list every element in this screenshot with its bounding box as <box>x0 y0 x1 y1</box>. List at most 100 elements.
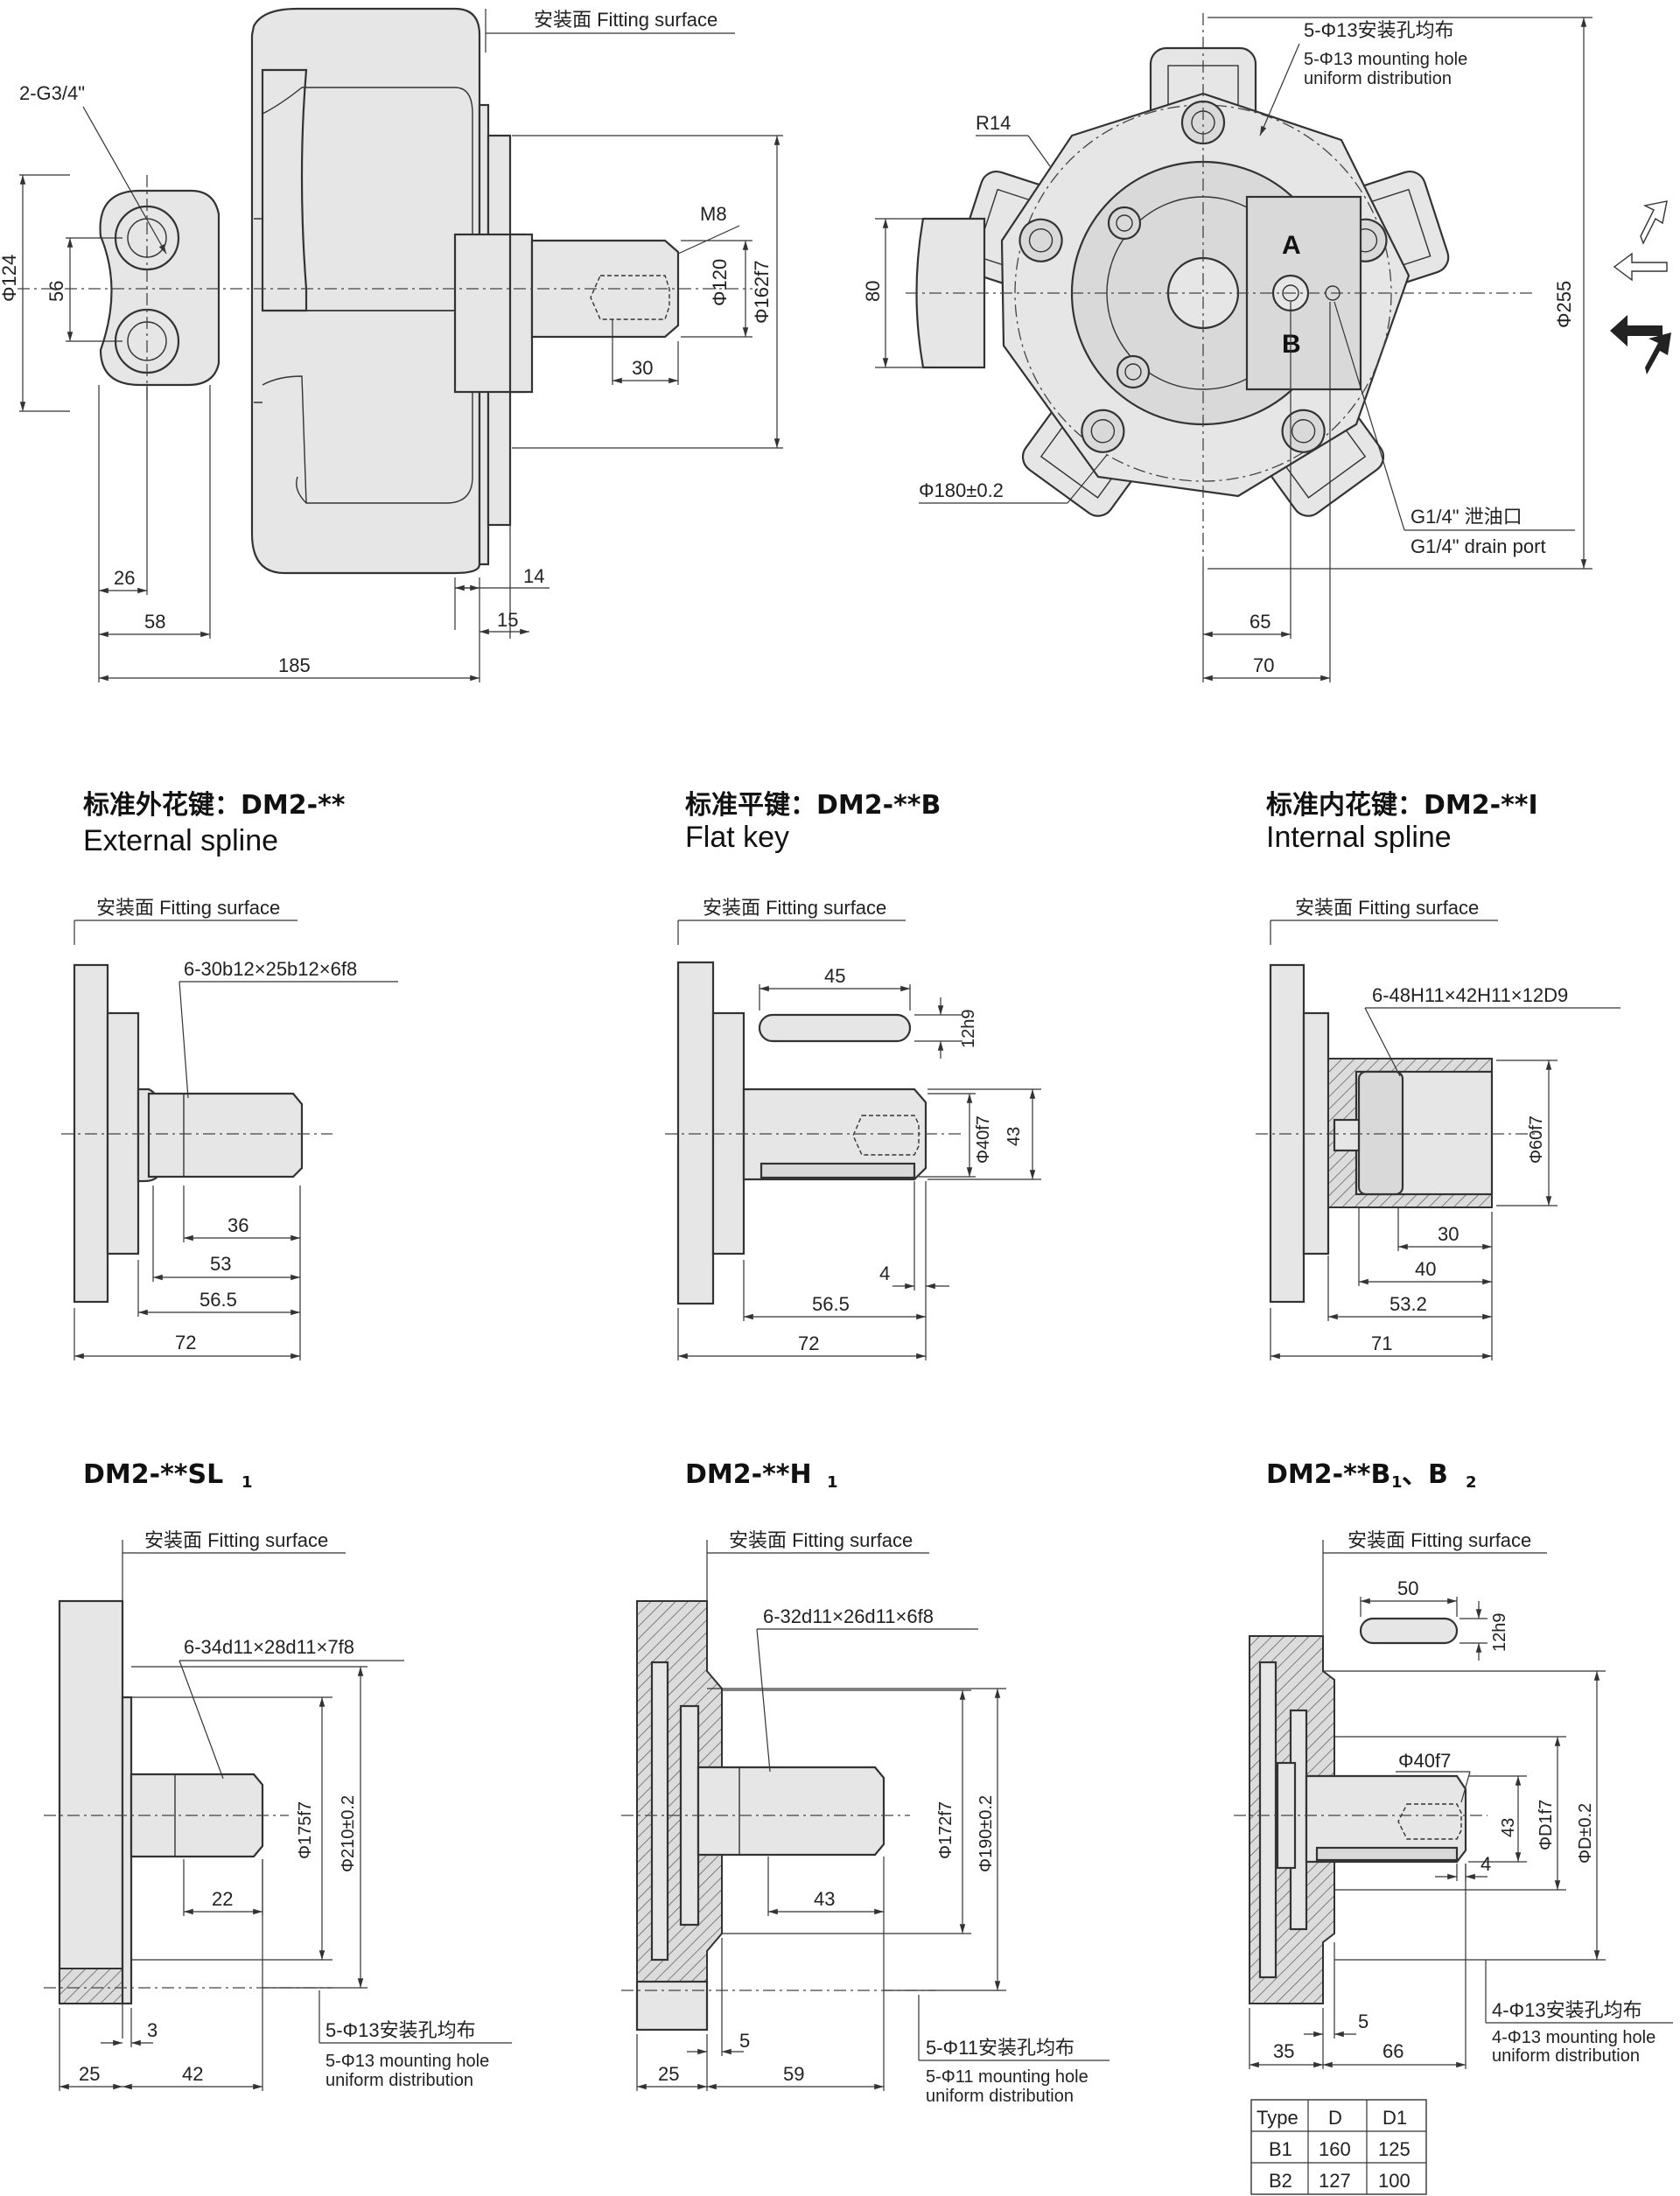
b-holes-en2: uniform distribution <box>1492 2046 1640 2066</box>
flat-key-view: 标准平键：DM2-**B Flat key 安装面 Fitting surfac… <box>665 790 1041 1360</box>
sl-d175: Φ175f7 <box>296 1801 315 1859</box>
ext-spline: 6-30b12×25b12×6f8 <box>184 958 357 980</box>
table-cell: 125 <box>1378 2138 1410 2160</box>
d65-label: 65 <box>1250 611 1270 633</box>
sl-spline: 6-34d11×28d11×7f8 <box>184 1636 354 1658</box>
table-header-d: D <box>1328 2107 1342 2129</box>
b-d50: 50 <box>1397 1577 1418 1599</box>
int-d60f7: Φ60f7 <box>1527 1115 1546 1164</box>
ext-d565: 56.5 <box>200 1289 237 1311</box>
h-title: DM2-**H <box>685 1459 812 1490</box>
m8-label: M8 <box>700 203 727 225</box>
d15-label: 15 <box>497 609 518 631</box>
table-cell: B2 <box>1269 2170 1292 2192</box>
d120-label: Φ120 <box>709 259 731 306</box>
ext-d53: 53 <box>210 1253 231 1275</box>
d56-label: 56 <box>46 281 67 302</box>
h1-view: DM2-**H 1 安装面 Fitting surface 6-32d11×26… <box>621 1459 1110 2106</box>
d80-label: 80 <box>862 281 884 302</box>
b-d4: 4 <box>1480 1853 1491 1875</box>
d185-label: 185 <box>278 654 311 676</box>
b-holes-en1: 4-Φ13 mounting hole <box>1492 2028 1656 2047</box>
ext-title-cn: 标准外花键：DM2-** <box>83 790 346 821</box>
fitting-surface-label: 安装面 Fitting surface <box>534 9 718 31</box>
b-d12h9: 12h9 <box>1490 1613 1509 1653</box>
b-d35: 35 <box>1273 2040 1294 2062</box>
sl-holes-en2: uniform distribution <box>326 2071 473 2090</box>
b-holes-cn: 4-Φ13安装孔均布 <box>1492 1999 1642 2021</box>
b-dd1: ΦD1f7 <box>1536 1800 1556 1850</box>
table-cell: 127 <box>1319 2170 1351 2192</box>
h-sub: 1 <box>827 1473 838 1492</box>
d180-label: Φ180±0.2 <box>919 479 1004 501</box>
external-spline-view: 标准外花键：DM2-** External spline 安装面 Fitting… <box>61 790 398 1360</box>
drain-en-label: G1/4" drain port <box>1410 535 1546 557</box>
b-d40f7: Φ40f7 <box>1398 1750 1451 1772</box>
b1-b2-view: DM2-**B 1 、B 2 安装面 Fitting surface 50 12… <box>1234 1459 1673 2195</box>
b-dd: ΦD±0.2 <box>1576 1803 1595 1864</box>
sl-holes-cn: 5-Φ13安装孔均布 <box>326 2019 476 2041</box>
table-cell: 100 <box>1378 2170 1410 2192</box>
b-fitting: 安装面 Fitting surface <box>1348 1529 1531 1551</box>
flat-d45: 45 <box>824 965 845 987</box>
b-d43: 43 <box>1499 1818 1518 1837</box>
h-holes-en2: uniform distribution <box>926 2087 1074 2106</box>
sl-sub: 1 <box>242 1473 253 1492</box>
b-title: DM2-**B <box>1266 1459 1390 1490</box>
h-d172: Φ172f7 <box>936 1801 956 1859</box>
h-d59: 59 <box>783 2063 804 2085</box>
port-b-label: B <box>1282 330 1301 359</box>
b-d66: 66 <box>1382 2040 1404 2062</box>
sl-fitting: 安装面 Fitting surface <box>144 1529 328 1551</box>
h-holes-cn: 5-Φ11安装孔均布 <box>926 2037 1074 2059</box>
int-d532: 53.2 <box>1390 1293 1427 1315</box>
d70-label: 70 <box>1253 654 1274 676</box>
holes-en1-label: 5-Φ13 mounting hole <box>1304 50 1467 69</box>
d255-label: Φ255 <box>1553 281 1575 328</box>
drain-cn-label: G1/4" 泄油口 <box>1410 506 1522 528</box>
table-header-d1: D1 <box>1382 2107 1407 2129</box>
motor-side-view: 安装面 Fitting surface 2-G3/4" Φ124 56 M8 Φ… <box>0 7 783 682</box>
sl1-view: DM2-**SL 1 安装面 Fitting surface 6-34d11×2… <box>44 1459 512 2091</box>
holes-cn-label: 5-Φ13安装孔均布 <box>1304 19 1454 41</box>
int-spline: 6-48H11×42H11×12D9 <box>1372 984 1568 1006</box>
d162-label: Φ162f7 <box>751 260 773 324</box>
sl-holes-en1: 5-Φ13 mounting hole <box>326 2052 489 2071</box>
flat-title-en: Flat key <box>685 821 789 854</box>
h-holes-en1: 5-Φ11 mounting hole <box>926 2067 1088 2087</box>
internal-spline-view: 标准内花键：DM2-**I Internal spline 安装面 Fittin… <box>1256 790 1620 1360</box>
table-cell: 160 <box>1319 2138 1351 2160</box>
port-a-label: A <box>1282 231 1301 260</box>
table-header-type: Type <box>1256 2107 1298 2129</box>
sl-d42: 42 <box>182 2063 203 2085</box>
flat-d40f7: Φ40f7 <box>974 1115 993 1164</box>
motor-front-view: A B 5-Φ13安装孔均布 5-Φ13 mounting hole unifo… <box>862 13 1671 682</box>
flat-d12h9: 12h9 <box>959 1010 978 1049</box>
flat-d4: 4 <box>879 1262 890 1284</box>
sl-d3: 3 <box>147 2019 158 2041</box>
holes-en2-label: uniform distribution <box>1304 69 1452 88</box>
int-d30: 30 <box>1438 1223 1459 1245</box>
b-sep: 、B <box>1402 1459 1448 1490</box>
h-d190: Φ190±0.2 <box>976 1795 996 1872</box>
int-d71: 71 <box>1371 1332 1392 1354</box>
ext-fitting: 安装面 Fitting surface <box>96 897 280 919</box>
ext-d72: 72 <box>175 1332 196 1353</box>
d30-label: 30 <box>632 357 653 379</box>
flat-d565: 56.5 <box>812 1293 850 1315</box>
flat-d72: 72 <box>798 1332 819 1354</box>
h-d43: 43 <box>814 1888 835 1910</box>
d14-label: 14 <box>523 565 544 587</box>
b-sub2: 2 <box>1466 1473 1477 1492</box>
ext-title-en: External spline <box>83 824 278 857</box>
b-d5: 5 <box>1358 2011 1368 2032</box>
h-fitting: 安装面 Fitting surface <box>729 1529 913 1551</box>
sl-d22: 22 <box>212 1888 233 1910</box>
flat-fitting: 安装面 Fitting surface <box>703 897 886 919</box>
table-cell: B1 <box>1269 2138 1292 2160</box>
d58-label: 58 <box>144 611 165 633</box>
int-title-cn: 标准内花键：DM2-**I <box>1266 790 1538 821</box>
b-sub1: 1 <box>1391 1473 1403 1492</box>
d26-label: 26 <box>114 567 135 589</box>
